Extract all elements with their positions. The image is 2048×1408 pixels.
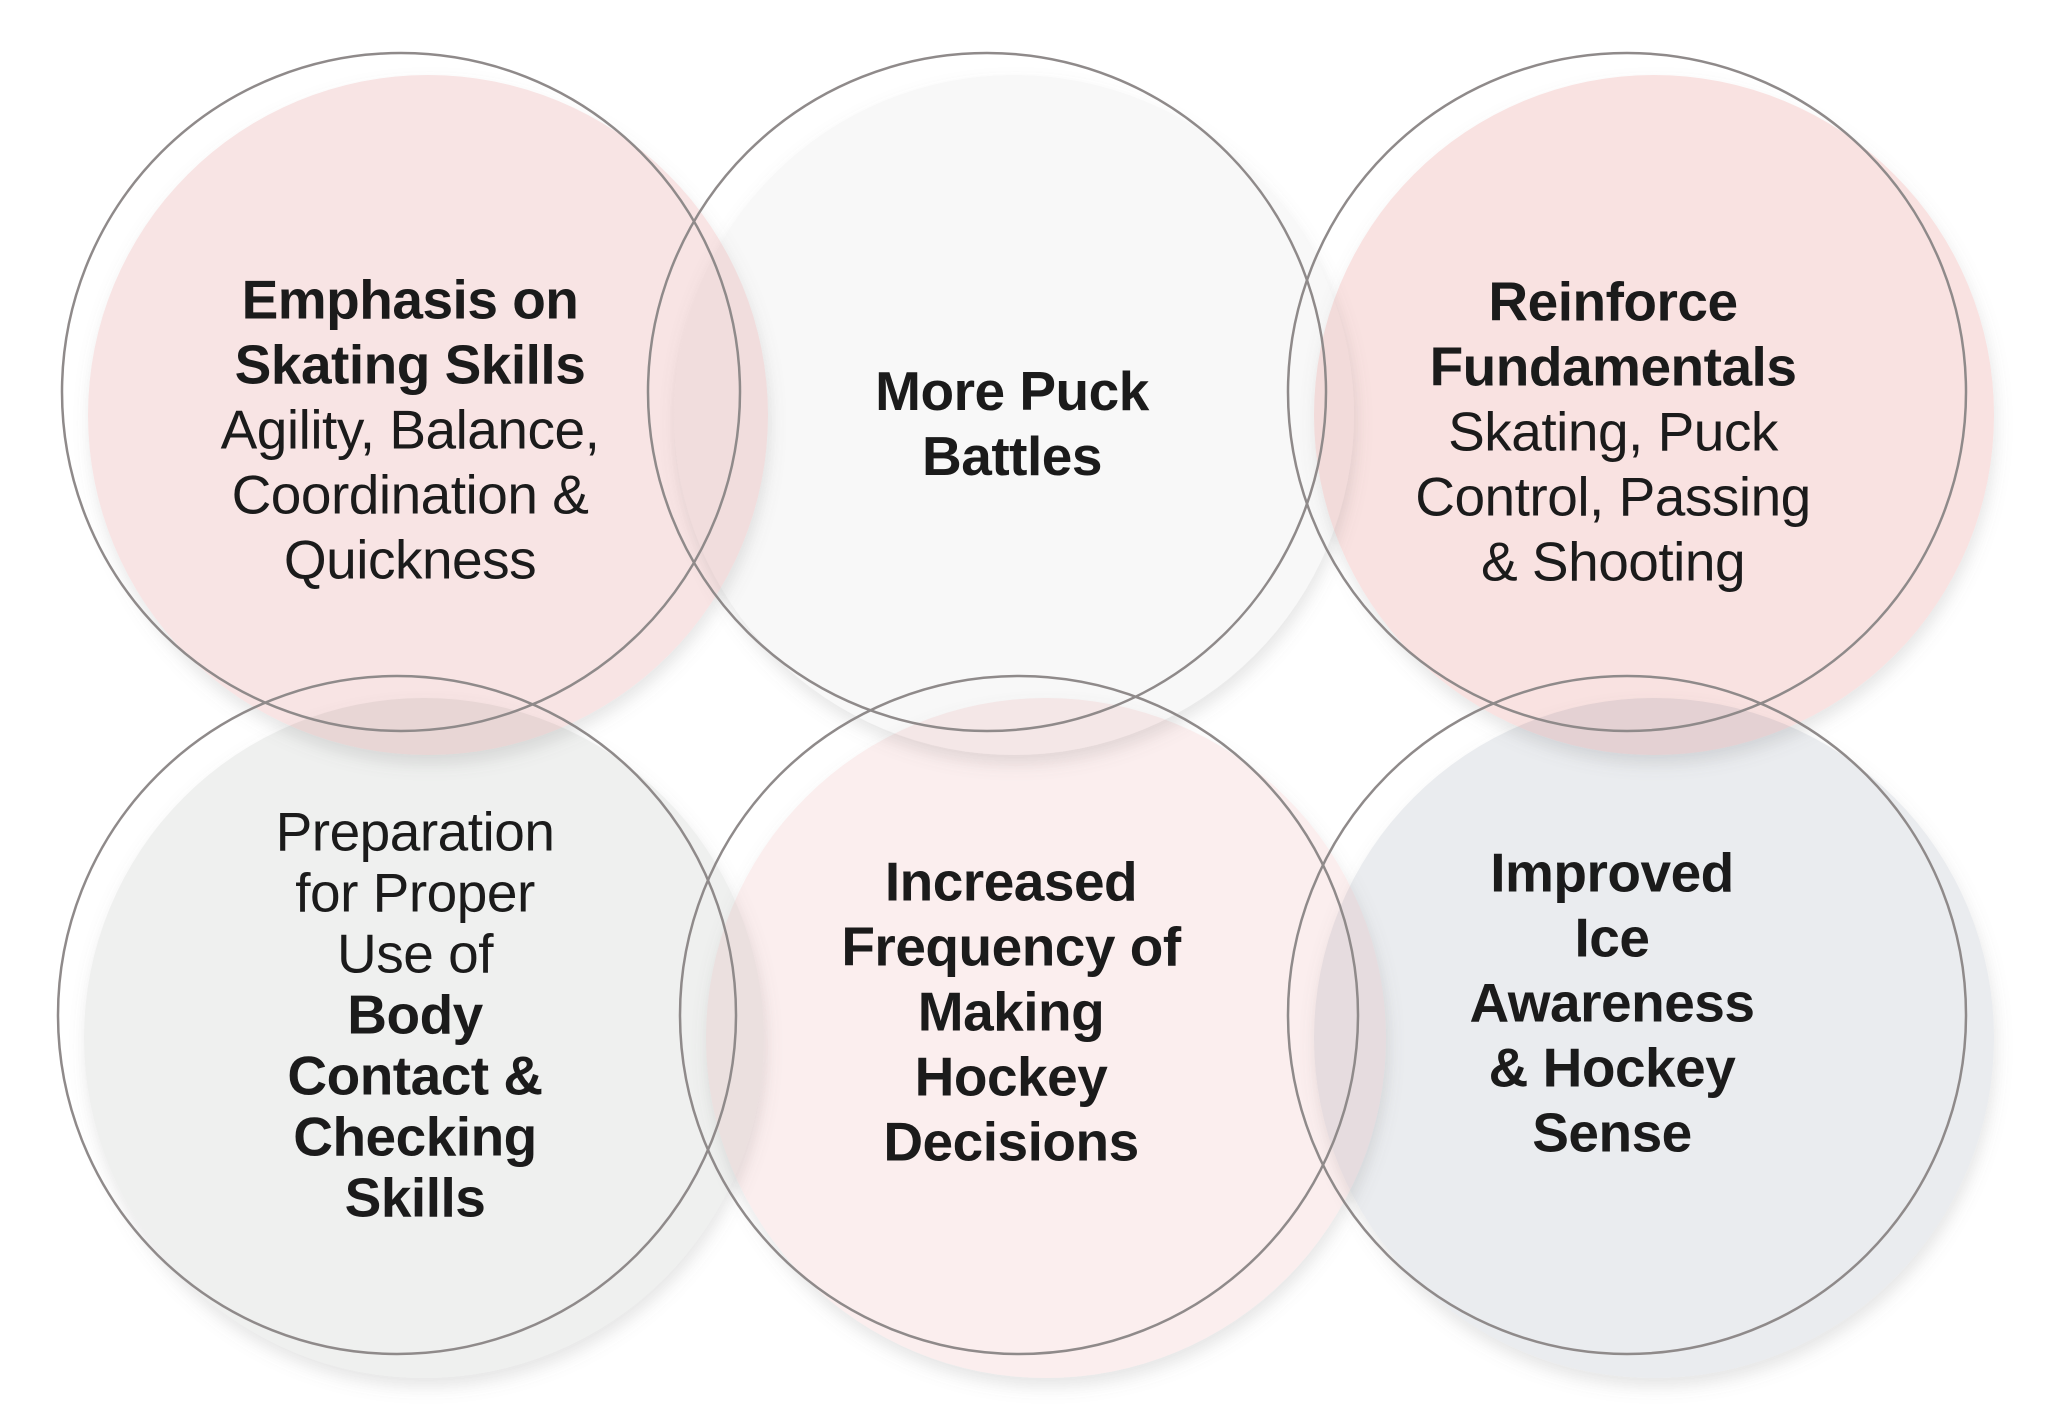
outline-circles	[56, 51, 1968, 1356]
label-ice-awareness: Improved Ice Awareness & Hockey Sense	[1292, 841, 1932, 1166]
circle-fill-body-contact	[84, 698, 764, 1378]
circle-fill-hockey-decisions	[706, 698, 1386, 1378]
circle-outline-reinforce-fundamentals	[1286, 51, 1968, 733]
circle-fill-emphasis-skating	[88, 75, 768, 755]
label-line: Coordination &	[231, 463, 589, 526]
label-line: More Puck	[875, 360, 1149, 422]
label-line: Frequency of	[841, 915, 1181, 978]
label-line: Reinforce	[1488, 270, 1738, 333]
label-line: Increased	[884, 850, 1138, 913]
circle-fill-more-puck-battles	[674, 75, 1354, 755]
label-line: Hockey	[914, 1045, 1108, 1108]
circle-outline-ice-awareness	[1286, 674, 1968, 1356]
label-line: Checking	[293, 1105, 537, 1168]
label-line: Awareness	[1469, 971, 1755, 1034]
label-line: Improved	[1490, 841, 1734, 904]
label-line: & Shooting	[1480, 530, 1746, 593]
label-line: Body	[347, 983, 483, 1046]
label-line: Use of	[337, 922, 493, 985]
circle-fill-reinforce-fundamentals	[1314, 75, 1994, 755]
label-line: Sense	[1532, 1101, 1692, 1164]
label-line: Preparation	[275, 800, 555, 863]
label-line: Emphasis on	[241, 268, 579, 331]
label-hockey-decisions: Increased Frequency of Making Hockey Dec…	[691, 850, 1331, 1175]
label-reinforce-fundamentals: Reinforce Fundamentals Skating, Puck Con…	[1293, 270, 1933, 595]
label-line: Skating Skills	[234, 333, 586, 396]
label-line: Ice	[1574, 906, 1650, 969]
circle-outline-more-puck-battles	[646, 51, 1328, 733]
label-line: & Hockey	[1488, 1036, 1736, 1099]
label-line: Battles	[922, 425, 1102, 487]
label-emphasis-skating: Emphasis on Skating Skills Agility, Bala…	[90, 268, 730, 593]
label-more-puck-battles: More Puck Battles	[692, 359, 1332, 489]
label-line: Fundamentals	[1429, 335, 1797, 398]
label-line: for Proper	[295, 861, 535, 924]
label-body-contact: Preparation for Proper Use of Body Conta…	[95, 800, 735, 1229]
circle-fill-ice-awareness	[1314, 698, 1994, 1378]
circle-outline-body-contact	[56, 674, 738, 1356]
label-line: Making	[917, 980, 1105, 1043]
label-line: Skills	[344, 1166, 486, 1229]
circle-outline-hockey-decisions	[678, 674, 1360, 1356]
label-line: Decisions	[883, 1110, 1139, 1173]
fill-circles	[84, 75, 1994, 1378]
circle-outline-emphasis-skating	[60, 51, 742, 733]
label-line: Contact &	[287, 1044, 543, 1107]
label-line: Quickness	[283, 528, 537, 591]
label-line: Skating, Puck	[1448, 400, 1778, 463]
label-line: Control, Passing	[1415, 465, 1811, 528]
label-line: Agility, Balance,	[220, 398, 600, 461]
